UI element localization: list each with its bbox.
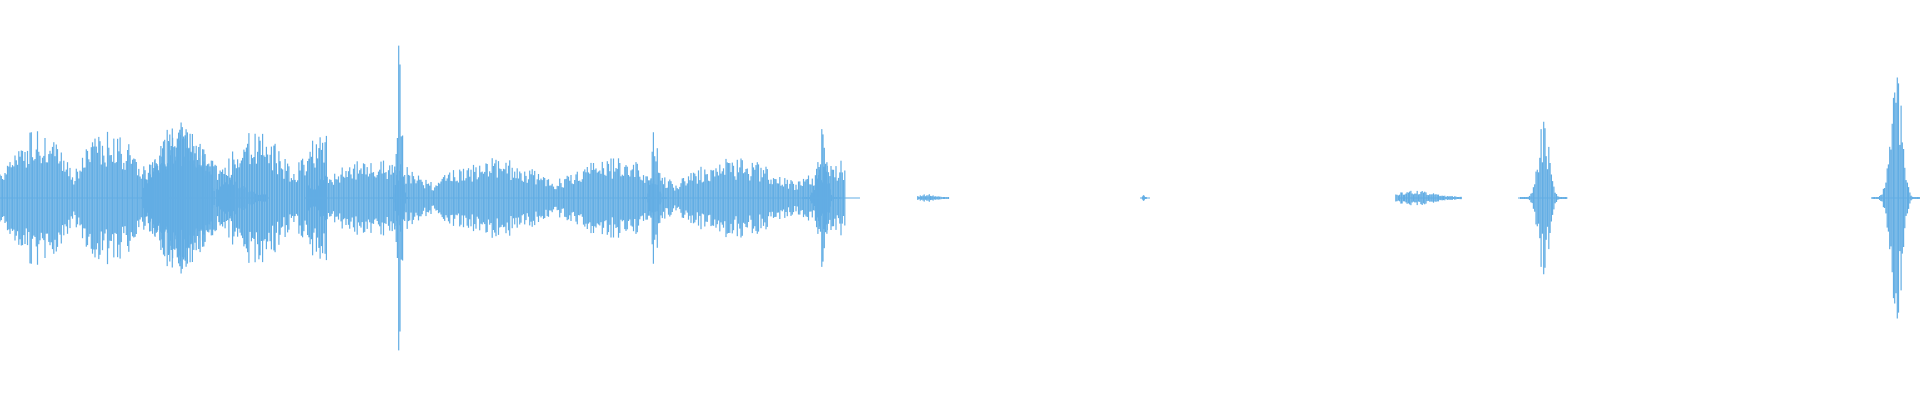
- waveform-svg: [0, 45, 1920, 351]
